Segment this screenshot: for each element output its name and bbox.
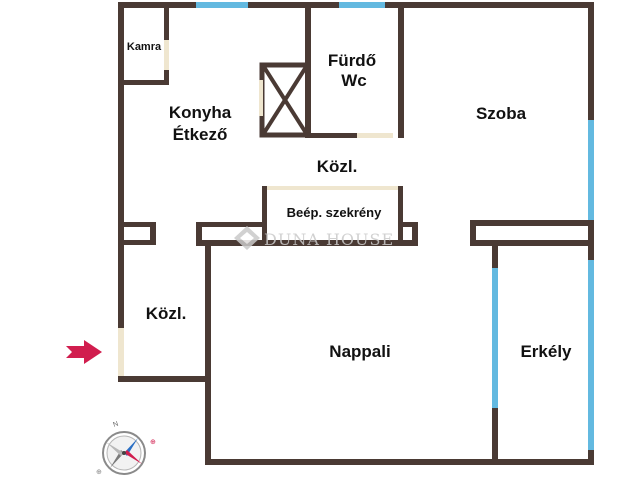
wall-wardrobe-right-top: [398, 222, 418, 227]
wall-bottom: [205, 459, 594, 465]
room-label-szoba: Szoba: [476, 104, 527, 123]
wall-wardrobe-frame-right: [398, 186, 403, 246]
window-top-kitchen: [196, 2, 248, 8]
wall-left: [118, 2, 124, 328]
wall-szoba-bottom-top: [470, 220, 594, 226]
window-balcony-door: [492, 268, 498, 408]
door-wardrobe: [267, 186, 398, 190]
wall-entrance-step: [118, 376, 211, 382]
window-top-bath: [339, 2, 385, 8]
wall-mid-left-stub-v: [150, 222, 156, 244]
wall-living-left: [205, 240, 211, 465]
entrance-arrow-icon: [66, 340, 102, 364]
wall-kamra-bottom: [118, 80, 169, 85]
door-bath: [357, 133, 393, 138]
wall-wardrobe-left-top: [196, 222, 262, 227]
watermark-logo-icon: [234, 226, 260, 250]
window-right-balcony: [588, 260, 594, 450]
window-right-szoba: [588, 120, 594, 220]
room-label-kozl-upper: Közl.: [317, 157, 358, 176]
door-entrance: [118, 328, 124, 376]
wall-entrance-step-v: [205, 376, 211, 465]
wall-bath-right: [398, 8, 404, 138]
door-frames: [118, 40, 398, 376]
wall-wardrobe-bottom: [196, 240, 418, 246]
wall-bath-bottom: [305, 133, 357, 138]
wall-szoba-bottom-left: [470, 220, 476, 246]
room-label-nappali: Nappali: [329, 342, 390, 361]
room-label-etkezo: Étkező: [173, 125, 228, 144]
room-label-wc: Wc: [341, 71, 367, 90]
room-label-kozl-lower: Közl.: [146, 304, 187, 323]
shaft-x-2: [262, 65, 308, 135]
compass-north-label: N: [112, 421, 119, 429]
door-kamra: [164, 40, 169, 70]
watermark: DUNA HOUSE: [234, 226, 394, 250]
room-label-konyha: Konyha: [169, 103, 232, 122]
room-label-furdo: Fürdő: [328, 51, 376, 70]
room-label-erkely: Erkély: [520, 342, 572, 361]
wall-mid-left-stub: [118, 222, 156, 227]
wall-wardrobe-right-end: [412, 222, 418, 246]
wall-right: [588, 2, 594, 464]
room-label-beep-szekreny: Beép. szekrény: [287, 205, 382, 220]
windows: [196, 2, 594, 450]
door-shaft: [259, 80, 263, 116]
watermark-text: DUNA HOUSE: [264, 230, 394, 249]
wall-szoba-bottom-bot: [470, 240, 594, 246]
room-label-kamra: Kamra: [127, 41, 162, 53]
wall-wardrobe-left: [196, 222, 202, 246]
wall-mid-left-stub-b: [118, 240, 156, 245]
compass-east-marker: ⊕: [150, 439, 156, 446]
compass-icon: [102, 431, 146, 475]
wall-wardrobe-frame-left: [262, 186, 267, 246]
compass-west-marker: ⊕: [96, 469, 102, 476]
